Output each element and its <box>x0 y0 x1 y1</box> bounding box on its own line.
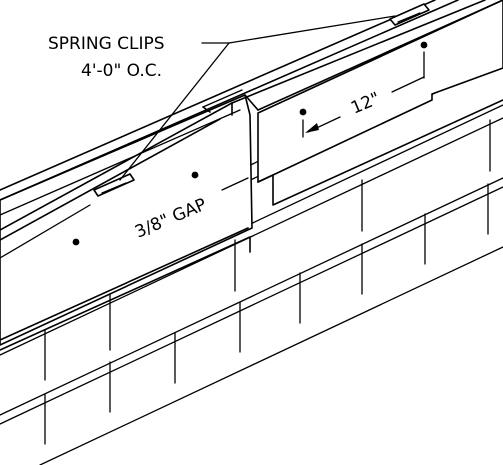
fastener-dot <box>191 171 199 179</box>
spring-clips-leaders <box>119 15 396 181</box>
coping-top-edges <box>0 0 459 241</box>
gap-leader <box>221 177 249 191</box>
clip-spacing-label: 4'-0" O.C. <box>81 61 162 81</box>
fastener-dot <box>420 41 428 49</box>
spring-clips-label: SPRING CLIPS <box>48 34 165 54</box>
fastener-dot <box>299 108 307 116</box>
brick-joints <box>44 119 491 445</box>
spring-clip-right <box>389 3 430 26</box>
spring-clip-left <box>93 173 135 197</box>
fastener-dot <box>72 238 80 246</box>
spacing-dimension <box>302 51 425 138</box>
coping-section-left <box>0 94 253 351</box>
coping-section-right <box>202 0 503 206</box>
